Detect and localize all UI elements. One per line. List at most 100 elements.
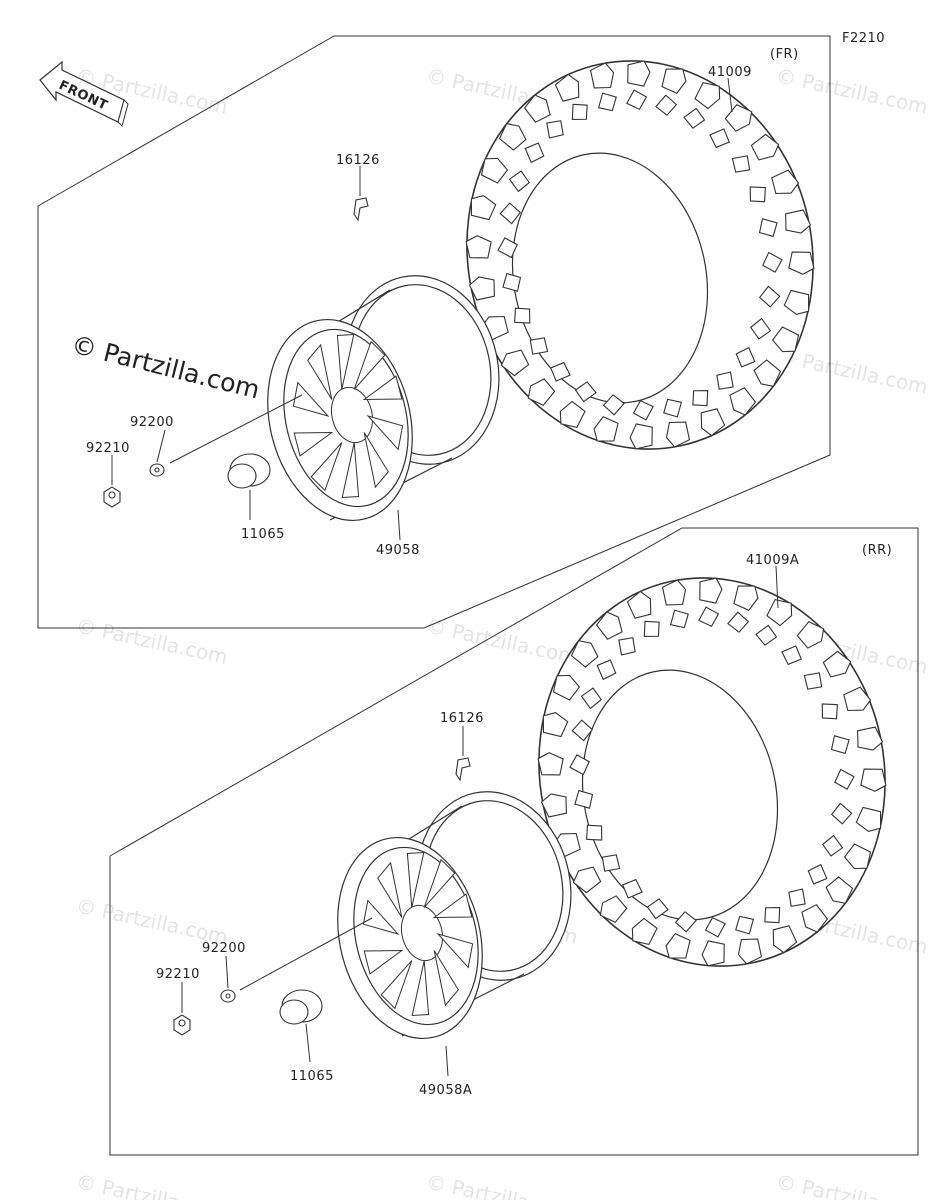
part-number: 92210 bbox=[86, 441, 130, 456]
part-number: 92200 bbox=[202, 941, 246, 956]
watermark: © Partzilla.com bbox=[74, 613, 230, 669]
tread-lug bbox=[822, 650, 852, 678]
tread-lug bbox=[655, 94, 678, 116]
tread-lug bbox=[692, 389, 709, 407]
wheel-spoke bbox=[366, 415, 404, 451]
wheel-spoke bbox=[433, 950, 459, 1007]
watermark: © Partzilla.com bbox=[774, 343, 929, 399]
tread-lug bbox=[643, 620, 660, 638]
tread-lug bbox=[843, 843, 872, 870]
wheel-spoke bbox=[380, 960, 413, 1010]
tread-lug bbox=[737, 938, 763, 965]
tread-lug bbox=[646, 898, 669, 920]
part-number: 41009A bbox=[746, 553, 799, 568]
position-label-rr: (RR) bbox=[862, 543, 892, 558]
tread-lug bbox=[771, 326, 800, 353]
tread-lug bbox=[631, 917, 658, 946]
rear-wheel bbox=[337, 791, 572, 1040]
tread-lug bbox=[694, 81, 721, 110]
tread-lug bbox=[781, 645, 802, 666]
valve-icon bbox=[353, 197, 369, 222]
tread-lug bbox=[709, 128, 730, 149]
wheel-spoke bbox=[336, 333, 355, 390]
tread-lug bbox=[514, 307, 531, 324]
tread-lug bbox=[834, 768, 855, 790]
tread-lug bbox=[574, 789, 594, 809]
tread-lug bbox=[546, 120, 564, 139]
part-number: 16126 bbox=[336, 153, 380, 168]
cap-icon bbox=[279, 989, 323, 1025]
tread-lug bbox=[524, 142, 545, 164]
valve-icon bbox=[455, 757, 471, 782]
tread-lug bbox=[618, 637, 636, 656]
tread-lug bbox=[595, 611, 623, 640]
tread-lug bbox=[540, 793, 567, 818]
tread-lug bbox=[700, 408, 726, 437]
part-number: 16126 bbox=[440, 711, 484, 726]
tread-lug bbox=[661, 68, 687, 94]
tread-lug bbox=[559, 400, 586, 429]
part-number: 11065 bbox=[290, 1069, 334, 1084]
tread-lug bbox=[788, 251, 815, 275]
tread-lug bbox=[764, 906, 781, 924]
tread-lug bbox=[830, 802, 853, 825]
wheel-spoke bbox=[341, 442, 360, 499]
nut-icon bbox=[173, 1014, 191, 1036]
tread-lug bbox=[821, 703, 838, 720]
tread-lug bbox=[508, 170, 531, 193]
tread-lug bbox=[601, 854, 621, 872]
part-number: 92200 bbox=[130, 415, 174, 430]
tread-lug bbox=[498, 123, 527, 151]
wheel-spoke bbox=[362, 899, 400, 935]
tread-lug bbox=[572, 866, 602, 894]
tread-lug bbox=[599, 895, 628, 923]
wheel-spoke bbox=[411, 960, 430, 1017]
wheel-spoke bbox=[307, 343, 333, 400]
tread-lug bbox=[716, 371, 734, 390]
tread-lug bbox=[632, 399, 654, 421]
watermark: © Partzilla.com bbox=[774, 1169, 929, 1200]
wheel-spoke bbox=[363, 949, 404, 975]
tread-lug bbox=[465, 235, 492, 259]
rear-tire bbox=[537, 577, 887, 967]
tread-lug bbox=[570, 640, 599, 668]
tread-lug bbox=[699, 577, 723, 604]
tread-lug bbox=[596, 659, 617, 681]
watermark: © Partzilla.com bbox=[74, 1169, 230, 1200]
tread-lug bbox=[527, 378, 556, 406]
tread-lug bbox=[735, 346, 756, 368]
wheel-spoke bbox=[406, 851, 425, 908]
tread-lug bbox=[704, 916, 726, 938]
tread-lug bbox=[731, 155, 751, 173]
wheel-spoke bbox=[310, 442, 343, 492]
part-number: 49058A bbox=[419, 1083, 472, 1098]
part-number: 41009 bbox=[708, 65, 752, 80]
wheel-spoke bbox=[293, 431, 334, 457]
tread-lug bbox=[755, 624, 778, 646]
tread-lug bbox=[701, 940, 725, 967]
tread-lug bbox=[669, 609, 689, 629]
front-frame bbox=[37, 35, 831, 629]
tread-lug bbox=[626, 89, 648, 111]
tread-lug bbox=[593, 416, 619, 442]
tread-lug bbox=[735, 915, 755, 935]
figure-code: F2210 bbox=[842, 31, 885, 46]
tread-lug bbox=[674, 911, 697, 933]
tread-lug bbox=[750, 133, 780, 161]
wheel-spoke bbox=[432, 893, 473, 919]
tread-lug bbox=[470, 194, 497, 221]
tread-lug bbox=[698, 606, 720, 628]
wheel-spoke bbox=[423, 858, 456, 908]
tread-lug bbox=[571, 719, 594, 742]
tread-lug bbox=[499, 202, 522, 225]
tread-lug bbox=[727, 611, 750, 633]
tread-lug bbox=[801, 904, 829, 933]
position-label-fr: (FR) bbox=[770, 47, 799, 62]
watermark: © Partzilla.com bbox=[774, 63, 929, 119]
tread-lug bbox=[537, 752, 564, 776]
front-tire bbox=[465, 60, 815, 450]
tread-lug bbox=[468, 276, 495, 301]
tread-lug bbox=[749, 317, 772, 340]
part-number: 11065 bbox=[241, 527, 285, 542]
